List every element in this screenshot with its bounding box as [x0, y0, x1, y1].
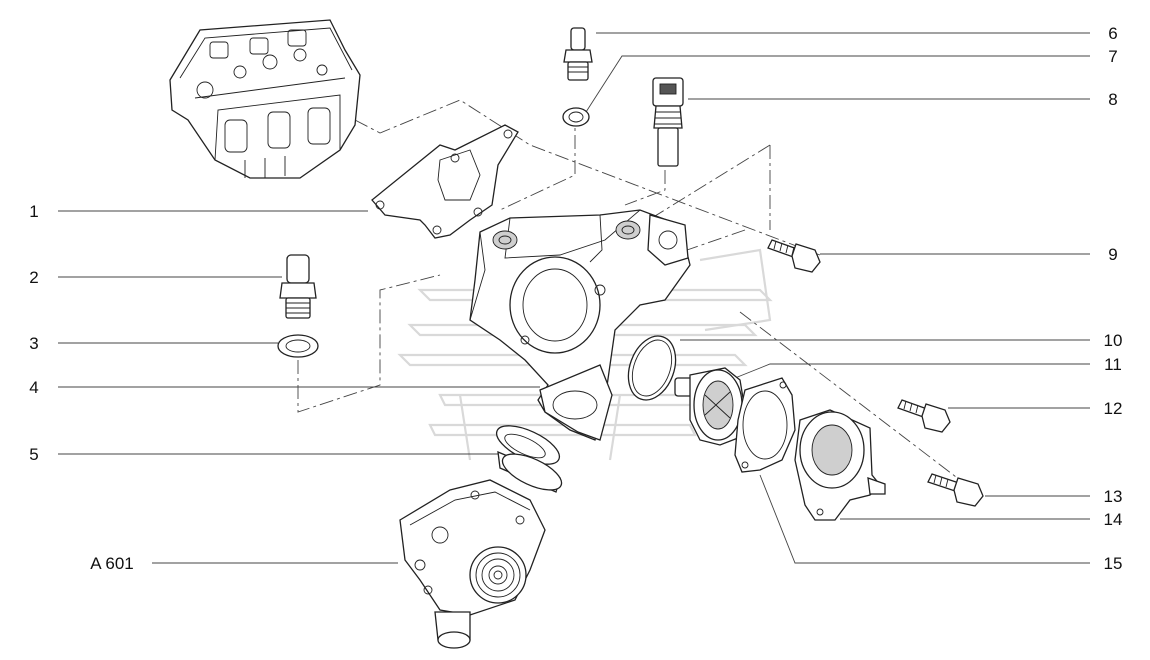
part-7-washer: [562, 107, 590, 127]
assembly-axis-lines: [297, 99, 961, 481]
callout-2: 2: [29, 268, 38, 287]
water-pump-a601: [399, 479, 546, 649]
part-6-fitting: [563, 27, 593, 81]
callout-labels: 1 2 3 4 5 6 7 8 9 10 11 12 13 14 15 A 60…: [29, 24, 1122, 573]
part-8-temperature-sensor: [652, 77, 684, 167]
callout-14: 14: [1104, 510, 1123, 529]
callout-13: 13: [1104, 487, 1123, 506]
callout-9: 9: [1108, 245, 1117, 264]
callout-4: 4: [29, 378, 38, 397]
callout-15: 15: [1104, 554, 1123, 573]
leader-lines: [58, 32, 1090, 564]
cylinder-head: [169, 19, 361, 179]
part-15-gasket: [734, 377, 796, 473]
part-10-o-ring: [627, 335, 677, 401]
callout-1: 1: [29, 202, 38, 221]
callout-a601: A 601: [90, 554, 134, 573]
part-5-hose-seal: [495, 425, 563, 493]
callout-7: 7: [1108, 47, 1117, 66]
callout-10: 10: [1104, 331, 1123, 350]
part-2-hose-fitting: [279, 254, 317, 319]
part-3-washer: [277, 334, 319, 358]
part-13-bolt: [927, 473, 984, 507]
callout-5: 5: [29, 445, 38, 464]
callout-3: 3: [29, 334, 38, 353]
part-9-bolt: [767, 239, 821, 273]
callout-12: 12: [1104, 399, 1123, 418]
part-12-bolt: [897, 399, 951, 433]
part-4-thermostat-housing: [469, 209, 691, 441]
callout-11: 11: [1104, 355, 1122, 374]
callout-8: 8: [1108, 90, 1117, 109]
part-1-gasket: [371, 124, 519, 239]
part-14-thermostat-cover: [794, 409, 886, 521]
part-11-thermostat: [674, 367, 746, 446]
callout-6: 6: [1108, 24, 1117, 43]
